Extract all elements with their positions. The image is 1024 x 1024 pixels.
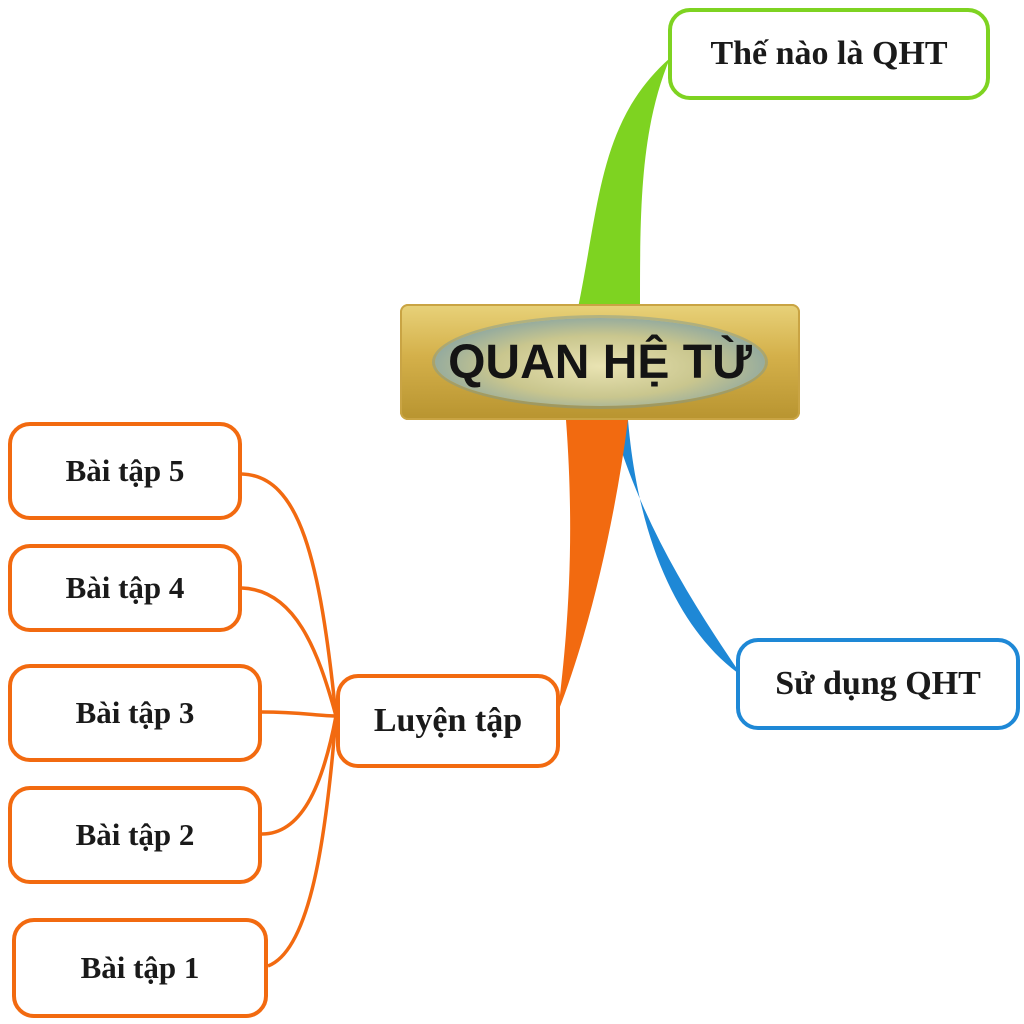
- node-exercise-5-label: Bài tập 5: [65, 453, 185, 488]
- node-exercise-1-label: Bài tập 1: [80, 950, 200, 985]
- node-practice-label: Luyện tập: [373, 702, 523, 739]
- node-usage[interactable]: Sử dụng QHT: [736, 638, 1020, 730]
- node-exercise-5[interactable]: Bài tập 5: [8, 422, 242, 520]
- exercise-connector-1: [267, 715, 338, 968]
- node-exercise-3-label: Bài tập 3: [75, 695, 195, 730]
- center-emblem: [435, 318, 765, 406]
- center-topic-title: QUAN HỆ TỪ: [448, 335, 752, 389]
- node-exercise-1[interactable]: Bài tập 1: [12, 918, 268, 1018]
- exercise-connector-5: [241, 472, 338, 717]
- node-definition-label: Thế nào là QHT: [710, 35, 948, 72]
- exercise-connector-4: [241, 586, 338, 717]
- center-topic[interactable]: QUAN HỆ TỪ: [400, 304, 800, 420]
- node-practice[interactable]: Luyện tập: [336, 674, 560, 768]
- node-exercise-3[interactable]: Bài tập 3: [8, 664, 262, 762]
- exercise-connector-2: [261, 715, 338, 836]
- branch-connector-practice: [558, 420, 628, 712]
- branch-connector-usage: [612, 420, 742, 676]
- node-usage-label: Sử dụng QHT: [775, 665, 981, 702]
- node-exercise-2[interactable]: Bài tập 2: [8, 786, 262, 884]
- node-exercise-2-label: Bài tập 2: [75, 817, 195, 852]
- node-definition[interactable]: Thế nào là QHT: [668, 8, 990, 100]
- exercise-connector-3: [261, 710, 337, 718]
- node-exercise-4[interactable]: Bài tập 4: [8, 544, 242, 632]
- branch-connector-definition: [578, 58, 670, 308]
- node-exercise-4-label: Bài tập 4: [65, 570, 185, 605]
